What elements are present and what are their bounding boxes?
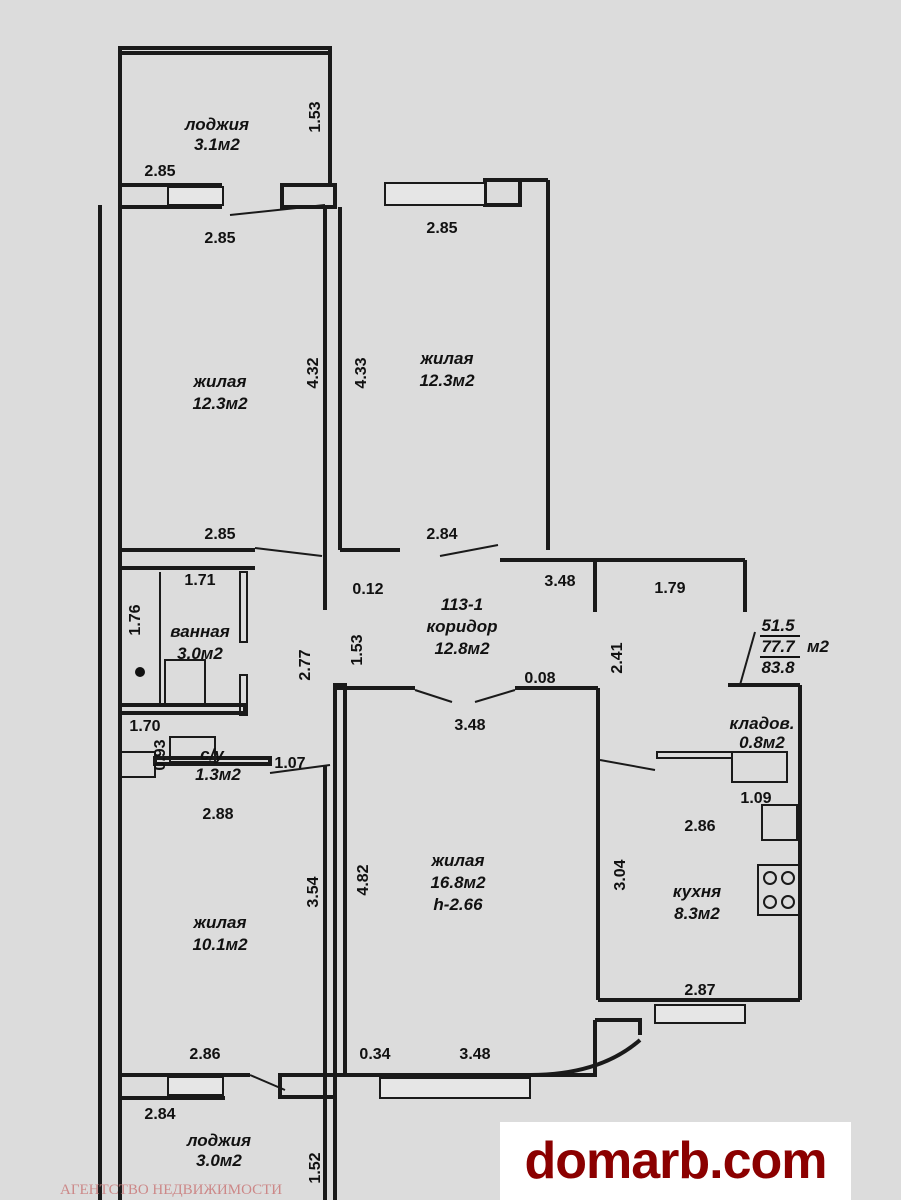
dimensions: 1.53 2.85 2.85 2.85 4.32 4.33 2.85 2.84 … [127,101,772,1183]
walls [98,46,802,1200]
dim: 1.53 [307,101,324,132]
loggia-bottom-name: лоджия [186,1131,251,1150]
loggia-top-name: лоджия [184,115,249,134]
loggia-top-area: 3.1м2 [194,135,240,154]
corridor-code: 113-1 [441,595,483,614]
corridor-name: коридор [426,617,497,636]
dim: 0.08 [524,670,555,687]
dim: 1.53 [349,634,366,665]
dim: 3.48 [544,573,575,590]
corridor-area: 12.8м2 [434,639,490,658]
dim: 3.48 [454,717,485,734]
living-height: h-2.66 [433,895,483,914]
dim: 1.07 [274,755,305,772]
dim: 2.86 [189,1046,220,1063]
dim: 2.41 [609,642,626,673]
total-overall: 83.8 [761,658,795,677]
dim: 2.86 [684,818,715,835]
bathroom-area: 3.0м2 [177,644,223,663]
dim: 1.79 [654,580,685,597]
dim: 0.93 [152,739,169,770]
bedroom-3-name: жилая [193,913,247,932]
total-area: 77.7 [761,637,796,656]
bathroom-name: ванная [170,622,230,641]
dim: 3.54 [305,876,322,907]
dim: 4.32 [305,357,322,388]
dim: 2.85 [426,220,457,237]
dim: 2.85 [144,163,175,180]
dim: 2.84 [144,1106,175,1123]
living-area: 16.8м2 [430,873,486,892]
bedroom-1-area: 12.3м2 [192,394,248,413]
dim: 2.77 [297,649,314,680]
dim: 1.71 [184,572,215,589]
total-living: 51.5 [761,616,795,635]
living-name: жилая [431,851,485,870]
dim: 4.82 [355,864,372,895]
kitchen-area: 8.3м2 [674,904,720,923]
bedroom-1-name: жилая [193,372,247,391]
dim: 1.76 [127,604,144,635]
dim: 2.84 [426,526,457,543]
dim: 2.85 [204,526,235,543]
kitchen-name: кухня [673,882,721,901]
pantry-name: кладов. [730,714,795,733]
dim: 3.04 [612,859,629,890]
dim: 2.88 [202,806,233,823]
area-totals: 51.5 77.7 м2 83.8 [760,616,830,677]
dim: 3.48 [459,1046,490,1063]
dim: 0.34 [359,1046,390,1063]
site-watermark-text: domarb.com [524,1132,827,1190]
bedroom-2-name: жилая [420,349,474,368]
dim: 2.85 [204,230,235,247]
toilet-name: с/у [200,745,225,764]
toilet-area: 1.3м2 [195,765,241,784]
total-unit: м2 [807,637,830,656]
bedroom-2-area: 12.3м2 [419,371,475,390]
dim: 1.09 [740,790,771,807]
room-labels: лоджия 3.1м2 жилая 12.3м2 жилая 12.3м2 1… [170,115,794,1170]
dim: 0.12 [352,581,383,598]
dim: 4.33 [353,357,370,388]
loggia-bottom-area: 3.0м2 [196,1151,242,1170]
bedroom-3-area: 10.1м2 [192,935,248,954]
pantry-area: 0.8м2 [739,733,785,752]
agency-watermark: АГЕНТСТВО НЕДВИЖИМОСТИ [60,1182,283,1198]
site-watermark: domarb.com [500,1122,851,1200]
dim: 2.87 [684,982,715,999]
dim: 1.52 [307,1152,324,1183]
dim: 1.70 [129,718,160,735]
